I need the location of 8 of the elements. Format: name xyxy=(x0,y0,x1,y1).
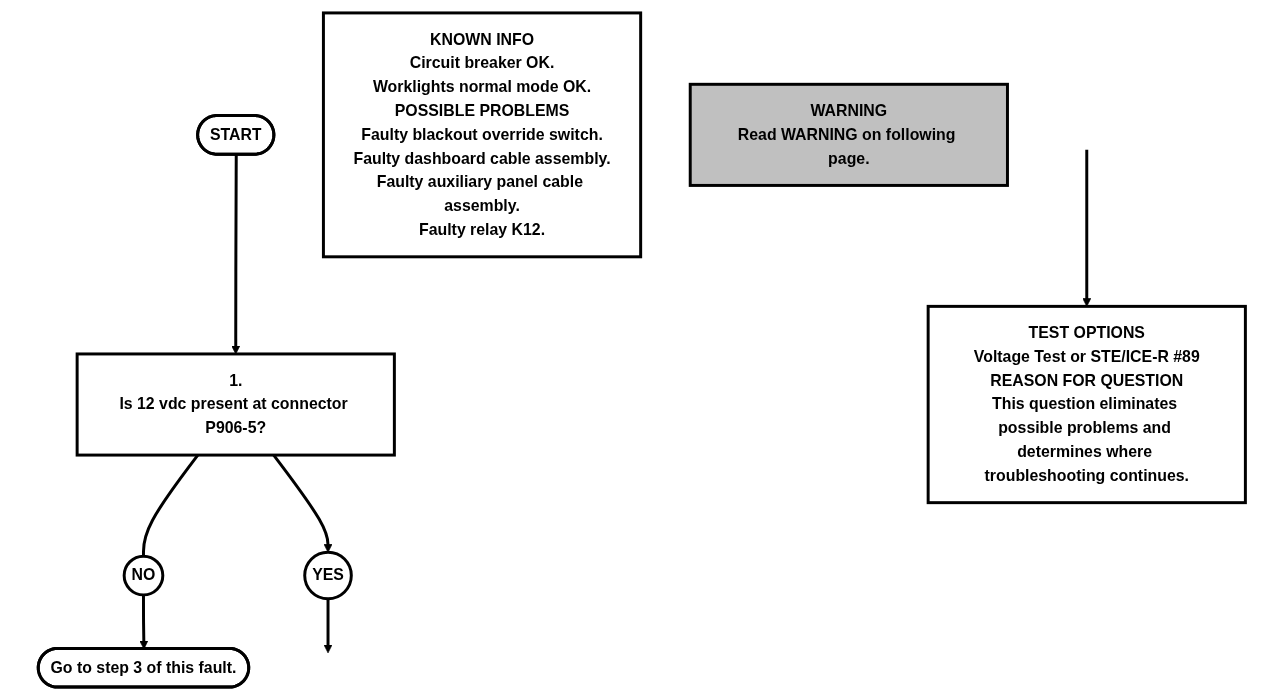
node-circle: NO xyxy=(122,554,165,597)
arrow xyxy=(323,598,333,654)
arrow xyxy=(1082,149,1092,307)
node-circle: YES xyxy=(303,550,353,601)
node-box: 1. Is 12 vdc present at connector P906-5? xyxy=(75,352,397,457)
node-box: WARNING Read WARNING on following page. xyxy=(688,82,1010,187)
node-box: KNOWN INFO Circuit breaker OK. Worklights normal mode OK. POSSIBLE PROBLEMS Faulty blackout override switch. Faulty dashboard cable assembly. Faulty auxiliary panel cable assembly. Faulty relay K12. xyxy=(322,11,643,259)
node-box: TEST OPTIONS Voltage Test or STE/ICE-R #89 REASON FOR QUESTION This question eliminates possible problems and determines where troubleshooting continues. xyxy=(926,304,1248,505)
